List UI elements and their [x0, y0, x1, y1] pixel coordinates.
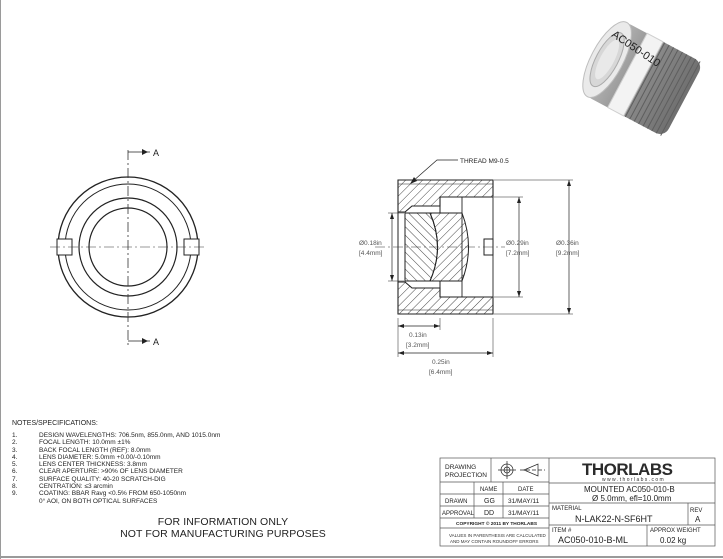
row-drawn: DRAWN: [445, 499, 467, 505]
note-item: 9. COATING: BBAR Ravg <0.5% FROM 650-1050…: [12, 490, 220, 497]
section-view: [375, 159, 573, 357]
dim-thick-mm: [3.2mm]: [406, 342, 430, 349]
note-item: 6. CLEAR APERTURE: >90% OF LENS DIAMETER: [12, 468, 220, 475]
note-number: 7.: [12, 475, 18, 483]
calc-note-1: VALUES IN PARENTHESIS ARE CALCULATED: [449, 533, 547, 538]
note-number: 4.: [12, 453, 18, 461]
note-number: 8.: [12, 483, 18, 491]
rev-value: A: [695, 515, 701, 524]
note-item: 3. BACK FOCAL LENGTH (REF): 8.0mm: [12, 447, 220, 454]
thread-callout: THREAD M9-0.5: [460, 158, 509, 165]
material-label: MATERIAL: [552, 506, 582, 512]
rev-label: REV: [690, 508, 702, 514]
disclaimer-line-2: NOT FOR MANUFACTURING PURPOSES: [120, 528, 326, 540]
product-render: AC050-010: [582, 21, 701, 136]
notes-list: 1. DESIGN WAVELENGTHS: 706.5nm, 855.0nm, …: [12, 432, 220, 505]
note-text: DESIGN WAVELENGTHS: 706.5nm, 855.0nm, AN…: [39, 432, 221, 439]
copyright: COPYRIGHT © 2011 BY THORLABS: [456, 520, 538, 527]
title-block: [439, 457, 716, 547]
projection-label-2: PROJECTION: [445, 472, 487, 479]
row-approval: APPROVAL: [442, 511, 475, 517]
note-text: LENS DIAMETER: 5.0mm +0.00/-0.10mm: [39, 453, 161, 461]
drawn-name: GG: [484, 498, 495, 505]
weight-value: 0.02 kg: [660, 536, 686, 545]
dim-outer-in: Ø0.36in: [556, 240, 579, 247]
thorlabs-logo: THORLABS: [582, 460, 673, 479]
note-item: 5. LENS CENTER THICKNESS: 3.8mm: [12, 461, 220, 468]
note-item: 0° AOI, ON BOTH OPTICAL SURFACES: [12, 498, 220, 505]
drawn-date: 31/MAY/11: [508, 498, 540, 505]
material-value: N-LAK22-N-SF6HT: [575, 514, 653, 524]
note-item: 8. CENTRATION: ≤3 arcmin: [12, 483, 220, 490]
dim-length-in: 0.25in: [432, 359, 450, 366]
part-title-2: Ø 5.0mm, efl=10.0mm: [592, 494, 672, 503]
note-item: 1. DESIGN WAVELENGTHS: 706.5nm, 855.0nm, …: [12, 432, 220, 439]
notes-title: NOTES/SPECIFICATIONS:: [12, 420, 98, 427]
note-number: 1.: [12, 432, 18, 439]
dim-aperture-in: Ø0.18in: [359, 240, 382, 247]
note-item: 2. FOCAL LENGTH: 10.0mm ±1%: [12, 439, 220, 446]
projection-label-1: DRAWING: [445, 464, 476, 471]
note-number: 2.: [12, 439, 18, 447]
disclaimer-line-1: FOR INFORMATION ONLY: [157, 516, 289, 528]
note-item: 7. SURFACE QUALITY: 40-20 SCRATCH-DIG: [12, 476, 220, 483]
note-item: 4. LENS DIAMETER: 5.0mm +0.00/-0.10mm: [12, 454, 220, 461]
approval-date: 31/MAY/11: [508, 510, 540, 517]
dim-thick-in: 0.13in: [409, 332, 427, 339]
col-name: NAME: [480, 487, 497, 493]
note-text: BACK FOCAL LENGTH (REF): 8.0mm: [39, 446, 151, 454]
note-text: 0° AOI, ON BOTH OPTICAL SURFACES: [39, 497, 158, 505]
col-date: DATE: [518, 487, 534, 493]
dim-inner-in: Ø0.29in: [506, 240, 529, 247]
approval-name: DD: [484, 510, 494, 517]
projection-symbol: [498, 461, 545, 479]
dim-outer-mm: [9.2mm]: [556, 250, 580, 257]
item-label: ITEM #: [552, 528, 572, 534]
note-text: LENS CENTER THICKNESS: 3.8mm: [39, 461, 147, 469]
section-label-top: A: [153, 148, 159, 158]
note-text: CENTRATION: ≤3 arcmin: [39, 483, 113, 491]
front-view: [50, 149, 206, 345]
weight-label: APPROX WEIGHT: [650, 528, 701, 534]
dim-aperture-mm: [4.4mm]: [359, 250, 383, 257]
note-number: 3.: [12, 446, 18, 454]
website: w w w . t h o r l a b s . c o m: [602, 477, 664, 483]
note-number: 9.: [12, 490, 18, 498]
note-text: SURFACE QUALITY: 40-20 SCRATCH-DIG: [39, 475, 166, 483]
note-number: 5.: [12, 461, 18, 469]
item-value: AC050-010-B-ML: [558, 535, 628, 545]
note-number: 6.: [12, 468, 18, 476]
note-text: FOCAL LENGTH: 10.0mm ±1%: [39, 439, 131, 447]
dim-inner-mm: [7.2mm]: [506, 250, 530, 257]
note-text: COATING: BBAR Ravg <0.5% FROM 650-1050nm: [39, 490, 187, 498]
part-title-1: MOUNTED AC050-010-B: [584, 485, 675, 494]
note-number: [12, 498, 39, 505]
section-label-bottom: A: [153, 337, 159, 347]
dim-length-mm: [6.4mm]: [429, 369, 453, 376]
calc-note-2: AND MAY CONTAIN ROUNDOFF ERRORS: [450, 539, 539, 544]
note-text: CLEAR APERTURE: >90% OF LENS DIAMETER: [39, 468, 183, 476]
